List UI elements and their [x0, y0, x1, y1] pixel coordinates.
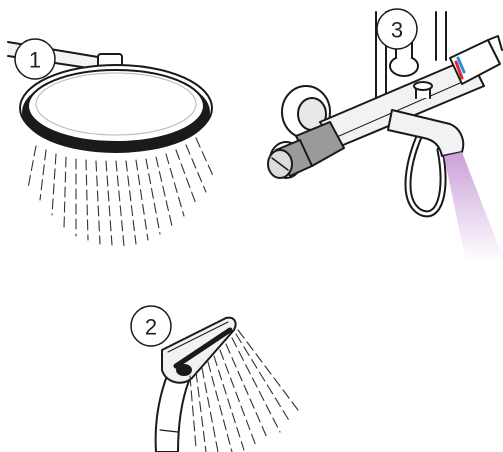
temperature-knob: [450, 36, 502, 84]
spout-water-flow: [444, 152, 503, 262]
callout-1-number: 1: [29, 48, 41, 73]
bath-spout: [388, 110, 463, 156]
callout-2-number: 2: [145, 315, 157, 340]
callout-1: 1: [15, 39, 55, 79]
callout-3: 3: [377, 9, 417, 49]
overhead-water-spray: [28, 138, 214, 246]
thermostatic-mixer: [268, 12, 503, 262]
callout-2: 2: [131, 306, 171, 346]
callout-3-number: 3: [391, 18, 403, 43]
hand-shower: [156, 318, 298, 452]
